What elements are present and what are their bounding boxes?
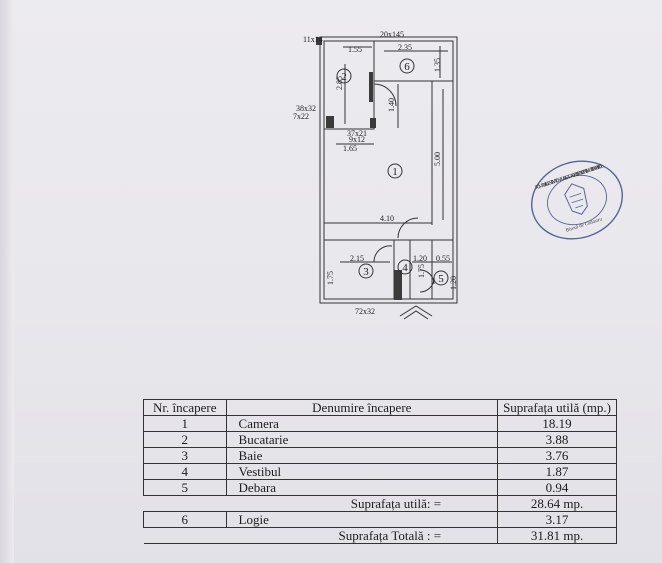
dim-label: 1.65 xyxy=(343,144,357,153)
room-area: 3.76 xyxy=(497,447,617,464)
room-2-outline xyxy=(323,40,375,130)
room-number-6: 6 xyxy=(404,61,410,73)
total-area-label: Suprafața Totală : = xyxy=(143,527,499,544)
table-row: 6 Logie 3.17 xyxy=(143,511,617,528)
room-area: 0.94 xyxy=(497,479,617,496)
dim-label: 1.55 xyxy=(348,45,362,54)
door-arc xyxy=(373,83,397,107)
room-name: Vestibul xyxy=(225,463,499,480)
room-area: 3.17 xyxy=(497,511,617,528)
table-row: 3 Baie 3.76 xyxy=(143,447,617,464)
dim-label: 9x12 xyxy=(349,135,365,144)
room-number-3: 3 xyxy=(363,266,369,278)
dim-label: 1.20 xyxy=(413,254,427,263)
room-name: Baie xyxy=(225,447,499,464)
dim-label: 4.10 xyxy=(380,214,394,223)
room-name: Debara xyxy=(225,479,499,496)
room-nr: 2 xyxy=(143,431,227,448)
room-name: Camera xyxy=(225,415,499,432)
room-nr: 1 xyxy=(143,415,227,432)
room-number-5: 5 xyxy=(438,273,444,285)
room-number-2: 2 xyxy=(341,71,347,83)
room-name: Logie xyxy=(225,511,499,528)
table-row: 2 Bucatarie 3.88 xyxy=(143,431,617,448)
dim-label: 1.40 xyxy=(387,98,396,112)
table-header-row: Nr. încapere Denumire încapere Suprafața… xyxy=(143,399,617,416)
table-row: 1 Camera 18.19 xyxy=(143,415,617,432)
dim-label: 7x22 xyxy=(293,112,309,121)
room-3-outline xyxy=(323,239,395,300)
dim-label: 0.55 xyxy=(436,254,450,263)
column-header: Denumire încapere xyxy=(225,399,499,416)
room-name: Bucatarie xyxy=(225,431,499,448)
official-stamp: ROMANIA · AGENTIA NATIONALA DE CADASTRU … xyxy=(531,160,623,240)
dim-label: 11x14 xyxy=(303,35,323,44)
dim-label: 72x32 xyxy=(355,307,375,316)
useful-area-value: 28.64 mp. xyxy=(497,495,617,512)
stamp-inner-text: Biroul de Cadastru xyxy=(565,217,603,234)
rooms-table: Nr. încapere Denumire încapere Suprafața… xyxy=(143,399,617,544)
table-row: 4 Vestibul 1.87 xyxy=(143,463,617,480)
entrance-marker xyxy=(399,305,433,317)
total-area-value: 31.81 mp. xyxy=(497,527,617,544)
table-row: 5 Debara 0.94 xyxy=(143,479,617,496)
dim-label: 1.75 xyxy=(417,264,426,278)
dim-label: 2.85 xyxy=(335,76,344,90)
room-area: 3.88 xyxy=(497,431,617,448)
room-nr: 6 xyxy=(143,511,227,528)
dim-label: 2.35 xyxy=(398,43,412,52)
room-nr: 4 xyxy=(143,463,227,480)
total-area-row: Suprafața Totală : = 31.81 mp. xyxy=(143,527,617,544)
dim-label: 2.15 xyxy=(350,254,364,263)
dim-label: 37x21 xyxy=(347,129,367,138)
column-header: Nr. încapere xyxy=(143,399,227,416)
dim-label: 5.00 xyxy=(433,152,442,166)
room-nr: 3 xyxy=(143,447,227,464)
dim-label: 20x145 xyxy=(380,30,404,39)
outer-wall xyxy=(319,36,458,304)
dim-label: 1.35 xyxy=(433,58,442,72)
dim-label: 38x32 xyxy=(296,104,316,113)
dim-label: 1.20 xyxy=(449,276,458,290)
dim-label: 1.75 xyxy=(326,271,335,285)
room-number-4: 4 xyxy=(402,262,408,274)
useful-area-label: Suprafața utilă: = xyxy=(143,495,499,512)
room-area: 18.19 xyxy=(497,415,617,432)
room-nr: 5 xyxy=(143,479,227,496)
useful-area-row: Suprafața utilă: = 28.64 mp. xyxy=(143,495,617,512)
column-header: Suprafața utilă (mp.) xyxy=(497,399,617,416)
room-number-1: 1 xyxy=(392,166,398,178)
page-edge xyxy=(0,0,14,563)
room-area: 1.87 xyxy=(497,463,617,480)
